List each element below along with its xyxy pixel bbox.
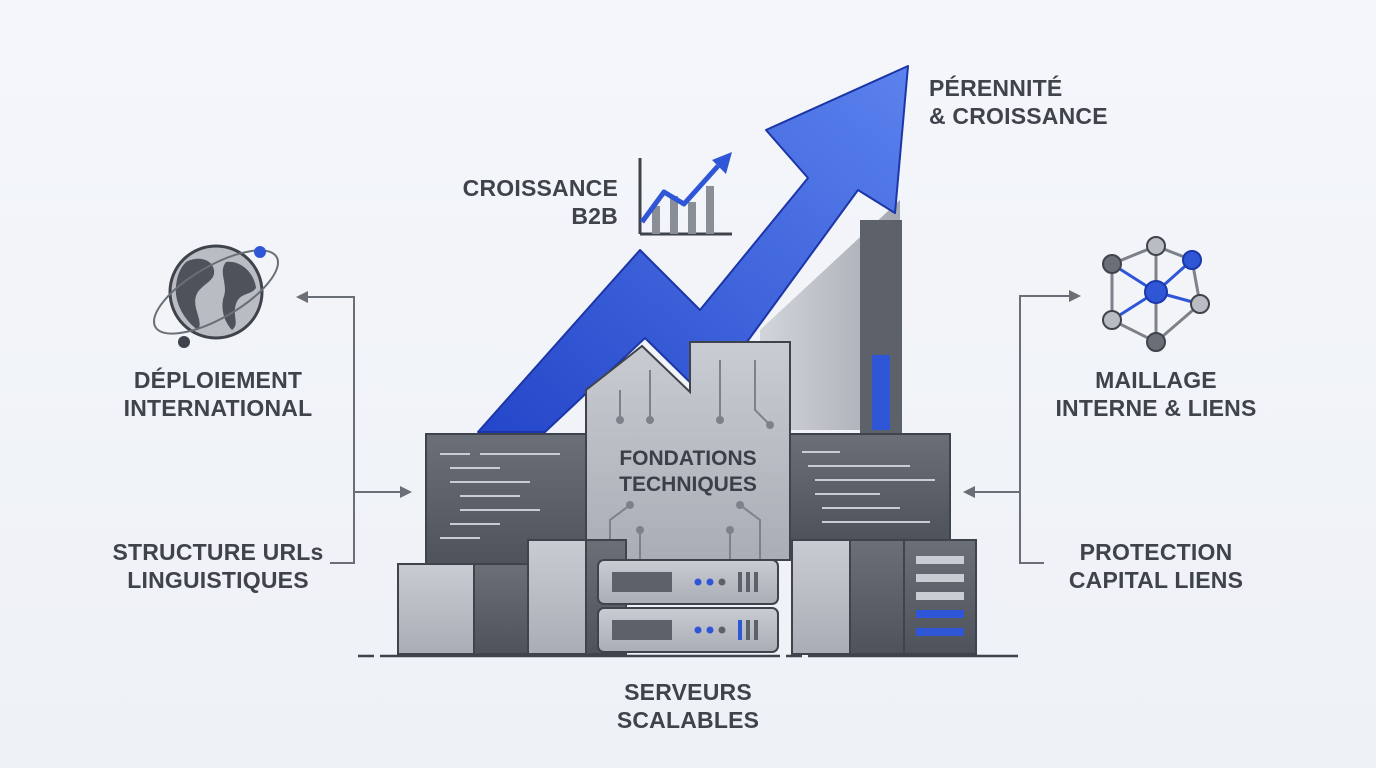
label-perennite-line2: & CROISSANCE [929,103,1108,129]
label-deploiement: DÉPLOIEMENT INTERNATIONAL [100,366,336,422]
label-structure-urls-line1: STRUCTURE URLs [112,539,324,565]
arrowhead-right-top [1069,290,1081,302]
label-serveurs-line1: SERVEURS [624,679,752,705]
label-structure-urls: STRUCTURE URLs LINGUISTIQUES [96,538,340,594]
label-maillage-line1: MAILLAGE [1095,367,1217,393]
lower-left-dark-block [473,563,531,655]
label-fondations: FONDATIONS TECHNIQUES [590,446,786,498]
label-serveurs: SERVEURS SCALABLES [588,678,788,734]
right-connector [970,295,1076,564]
label-maillage-line2: INTERNE & LIENS [1055,395,1257,421]
label-protection-line1: PROTECTION [1079,539,1233,565]
label-deploiement-line1: DÉPLOIEMENT [133,367,303,393]
label-fondations-line1: FONDATIONS [619,447,757,470]
network-icon [1102,236,1210,352]
label-protection: PROTECTION CAPITAL LIENS [1040,538,1272,594]
left-mid-block [527,539,589,655]
label-perennite: PÉRENNITÉ & CROISSANCE [929,74,1108,130]
right-rack [903,539,977,655]
label-serveurs-line2: SCALABLES [616,707,760,733]
right-mid-block [791,539,851,655]
back-tower [760,200,902,435]
right-code-monitor [789,433,951,541]
lower-left-block [397,563,475,655]
arrowhead-right-center [963,486,975,498]
right-mid-dark-block [849,539,905,655]
label-croissance-b2b: CROISSANCE B2B [440,174,618,230]
growth-arrow-icon [477,65,909,433]
arrowhead-left-center [400,486,412,498]
label-protection-line2: CAPITAL LIENS [1068,567,1244,593]
label-maillage: MAILLAGE INTERNE & LIENS [1040,366,1272,422]
label-fondations-line2: TECHNIQUES [619,473,757,496]
server-rack-icon [597,559,779,653]
globe-icon [153,244,279,348]
label-structure-urls-line2: LINGUISTIQUES [127,567,309,593]
label-deploiement-line2: INTERNATIONAL [123,395,313,421]
arrowhead-left-top [296,291,308,303]
growth-chart-icon [638,152,732,236]
foundation-block [585,341,791,561]
label-croissance-b2b-line2: B2B [571,203,618,229]
label-croissance-b2b-line1: CROISSANCE [462,175,618,201]
label-perennite-line1: PÉRENNITÉ [929,75,1063,101]
left-connector [300,296,405,564]
